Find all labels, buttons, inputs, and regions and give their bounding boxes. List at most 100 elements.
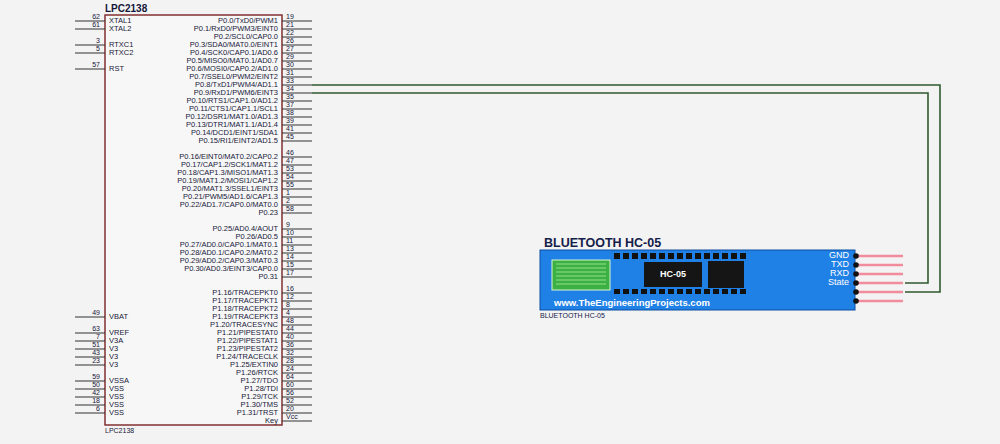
pin-name: P0.21/PWM5/AD1.6/CAP1.3 — [183, 193, 278, 201]
pin-number: 8 — [286, 301, 290, 308]
pin-name: P0.26/AD0.5 — [235, 233, 278, 241]
pin-number: 61 — [92, 21, 100, 28]
pin-name: VSSA — [109, 377, 129, 385]
pin-number: 38 — [286, 109, 294, 116]
pin-name: P0.15/RI1/EINT2/AD1.5 — [198, 137, 278, 145]
pin-number: 60 — [286, 381, 294, 388]
pin-number: 19 — [286, 13, 294, 20]
pin-number: 47 — [286, 157, 294, 164]
pin-number: 22 — [286, 29, 294, 36]
pin-number: 63 — [92, 325, 100, 332]
bluetooth-module: BLUETOOTH HC-05HC-05www.TheEngineeringPr… — [540, 236, 905, 324]
module-pin-name: TXD — [831, 260, 849, 269]
ic-chip — [708, 261, 744, 288]
pin-name: P0.9/RxD1/PWM6/EINT3 — [194, 89, 278, 97]
pin-number: 52 — [286, 397, 294, 404]
pin-number: 17 — [286, 269, 294, 276]
pin-stub — [75, 69, 105, 70]
pin-stub — [75, 413, 105, 414]
pin-name: P0.27/AD0.0/CAP0.1/MAT0.1 — [180, 241, 278, 249]
pin-name: P1.20/TRACESYNC — [210, 321, 278, 329]
pin-name: P0.31 — [258, 273, 278, 281]
pin-number: 45 — [286, 133, 294, 140]
pin-number: 62 — [92, 13, 100, 20]
pin-number: 42 — [92, 389, 100, 396]
pin-name: P0.20/MAT1.3/SSEL1/EINT3 — [182, 185, 278, 193]
pin-number: 10 — [286, 229, 294, 236]
pin-name: P0.6/MOSI0/CAP0.2/AD1.0 — [186, 65, 278, 73]
pin-name: P0.2/SCL0/CAP0.0 — [214, 33, 278, 41]
pin-number: 24 — [286, 365, 294, 372]
pin-name: P0.29/AD0.2/CAP0.3/MAT0.3 — [180, 257, 278, 265]
pin-name: RTXC1 — [109, 41, 133, 49]
pin-number: 30 — [286, 61, 294, 68]
pin-name: VSS — [109, 409, 124, 417]
pin-number: 49 — [92, 309, 100, 316]
pin-number: 2 — [286, 197, 290, 204]
pin-name: P0.18/CAP1.3/MISO1/MAT1.3 — [177, 169, 278, 177]
pin-number: 46 — [286, 149, 294, 156]
header-pins — [853, 253, 903, 304]
pin-name: P0.8/TxD1/PWM4/AD1.1 — [195, 81, 278, 89]
pin-name: RTXC2 — [109, 49, 133, 57]
pin-name: P1.19/TRACEPKT3 — [212, 313, 278, 321]
pin-name: V3 — [109, 345, 118, 353]
pin-name: P0.16/EINT0/MAT0.2/CAP0.2 — [179, 153, 278, 161]
chip-body — [105, 15, 282, 425]
antenna-area — [552, 260, 610, 290]
pin-number: 53 — [286, 165, 294, 172]
pin-name: XTAL2 — [109, 25, 131, 33]
website-text: www.TheEngineeringProjects.com — [554, 297, 710, 308]
pin-name: P1.23/PIPESTAT2 — [217, 345, 278, 353]
pin-name: P0.22/AD1.7/CAP0.0/MAT0.0 — [180, 201, 278, 209]
pin-number: 35 — [286, 93, 294, 100]
pin-name: XTAL1 — [109, 17, 131, 25]
ic-chip — [644, 262, 702, 287]
pin-name: P0.13/DTR1/MAT1.1/AD1.4 — [186, 121, 278, 129]
pin-name: P1.30/TMS — [240, 401, 278, 409]
pin-number: 12 — [286, 293, 294, 300]
pin-number: 33 — [286, 77, 294, 84]
pin-number: 64 — [286, 373, 294, 380]
pin-number: 58 — [286, 205, 294, 212]
pin-number: 32 — [286, 349, 294, 356]
pin-number: 26 — [286, 37, 294, 44]
pin-number: 41 — [286, 125, 294, 132]
pin-number: 6 — [96, 405, 100, 412]
pin-number: 48 — [286, 317, 294, 324]
pin-stub — [75, 389, 105, 390]
pin-number: 23 — [92, 357, 100, 364]
pin-stub — [75, 45, 105, 46]
pin-stub — [75, 29, 105, 30]
pin-number: 59 — [92, 373, 100, 380]
pin-stub — [282, 277, 312, 278]
pin-stub — [282, 213, 312, 214]
pin-name: P0.17/CAP1.2/SCK1/MAT1.2 — [181, 161, 278, 169]
module-title: BLUETOOTH HC-05 — [544, 236, 661, 250]
pin-name: P0.30/AD0.3/EINT3/CAP0.0 — [184, 265, 278, 273]
pin-name: VREF — [109, 329, 129, 337]
pin-number: 43 — [92, 349, 100, 356]
module-board — [540, 250, 855, 310]
pin-number: 14 — [286, 253, 294, 260]
pin-number: 1 — [286, 189, 290, 196]
pin-number: 9 — [286, 221, 290, 228]
pin-name: V3A — [109, 337, 123, 345]
pin-name: P1.31/TRST — [237, 409, 278, 417]
pin-name: P0.12/DSR1/MAT1.0/AD1.3 — [186, 113, 278, 121]
chip-caption: LPC2138 — [105, 427, 134, 435]
pin-name: RST — [109, 65, 124, 73]
antenna-trace — [556, 264, 606, 284]
pin-name: P0.28/AD0.1/CAP0.2/MAT0.2 — [180, 249, 278, 257]
pin-number: 4 — [286, 309, 290, 316]
pin-number: 13 — [286, 245, 294, 252]
pin-stub — [75, 405, 105, 406]
pin-stub — [282, 141, 312, 142]
pin-name: VBAT — [109, 313, 128, 321]
pin-stub — [75, 365, 105, 366]
pin-number: 7 — [96, 333, 100, 340]
pin-name: P1.29/TCK — [241, 393, 278, 401]
pin-stub — [75, 333, 105, 334]
pin-stub — [282, 421, 312, 422]
